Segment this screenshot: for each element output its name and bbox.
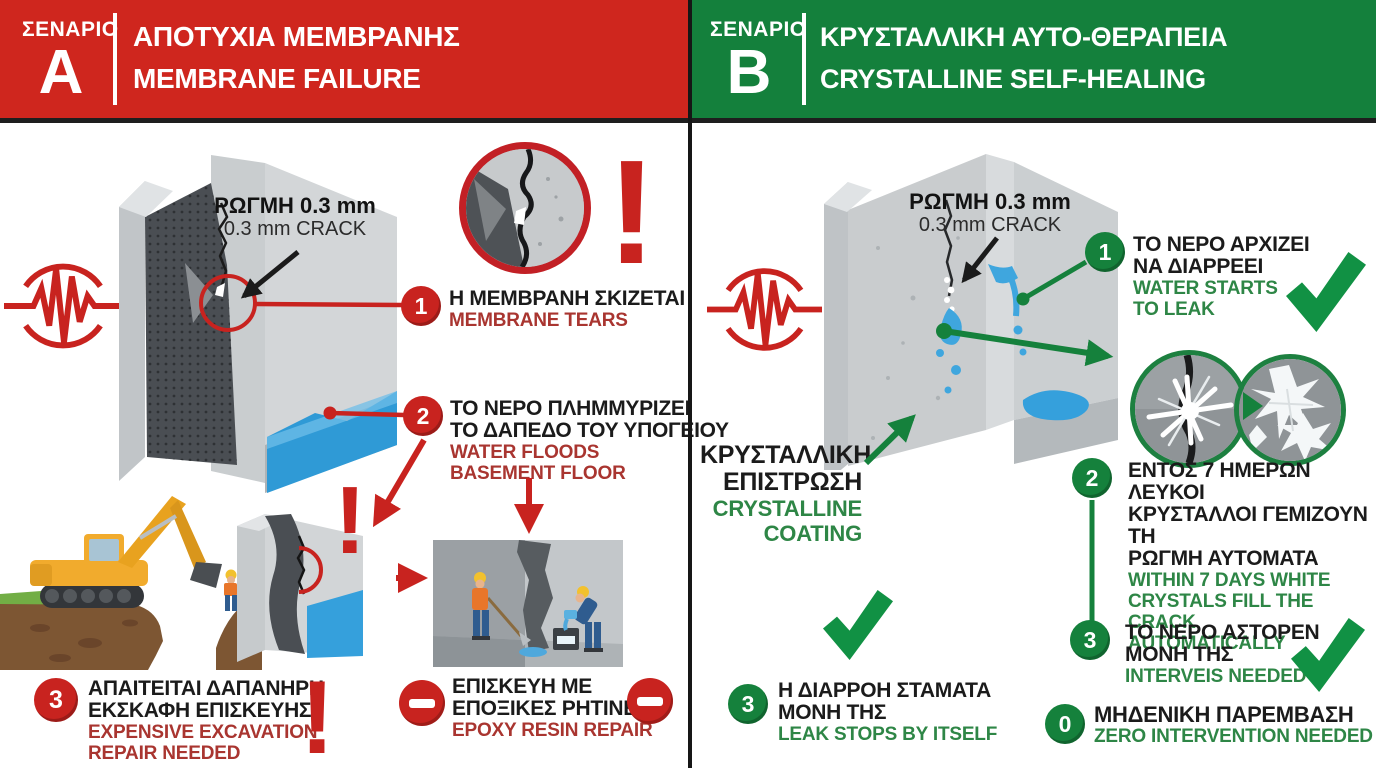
step-3-badge-b: 3 (1070, 620, 1110, 660)
step-1-number: 1 (1098, 238, 1112, 265)
epoxy-repair-illustration (433, 540, 623, 667)
scenario-a-letter: A (38, 38, 84, 107)
scenario-a-label: ΣΕΝΑΡΙΟ (22, 18, 119, 41)
step-3-el: ΑΠΑΙΤΕΙΤΑΙ ΔΑΠΑΝΗΡΗ ΕΚΣΚΑΦΗ ΕΠΙΣΚΕΥΗΣ (88, 677, 324, 722)
crack-label-a-en: 0.3 mm CRACK (223, 218, 367, 240)
step-3-el: ΤΟ ΝΕΡΟ ΑΣΤΟΡΕΝ ΜΟΝΗ ΤΗΣ (1125, 621, 1320, 666)
crack-label-b-en: 0.3 mm CRACK (918, 214, 1062, 236)
seismic-wave-icon (4, 247, 122, 365)
step-3-en: EXPENSIVE EXCAVATION REPAIR NEEDED (88, 722, 318, 764)
step-0-el: ΜΗΔΕΝΙΚΗ ΠΑΡΕΜΒΑΣΗ (1094, 702, 1354, 727)
step-0-en: ZERO INTERVENTION NEEDED (1094, 726, 1373, 747)
step-2-number: 2 (1085, 464, 1099, 491)
coating-label-en: CRYSTALLINE COATING (712, 496, 863, 546)
step-1-text-a: Η ΜΕΜΒΡΑΝΗ ΣΚΙΖΕΤΑΙ MEMBRANE TEARS (449, 287, 685, 332)
epoxy-repair-text: ΕΠΙΣΚΕΥΗ ΜΕ ΕΠΟΞΙΚΕΣ ΡΗΤΙΝΕΣ EPOXY RESIN… (452, 675, 653, 742)
step-1-badge-a: 1 (401, 286, 441, 326)
step-1-number: 1 (414, 292, 428, 319)
seismic-wave-icon (707, 252, 822, 367)
warning-exclamation: ! (334, 467, 366, 574)
crack-label-b-el: ΡΩΓΜΗ 0.3 mm (909, 189, 1071, 214)
step-0-badge-b: 0 (1045, 704, 1085, 744)
crack-label-a: ΡΩΓΜΗ 0.3 mm 0.3 mm CRACK (205, 194, 385, 241)
leak-stops-el: Η ΔΙΑΡΡΟΗ ΣΤΑΜΑΤΑ ΜΟΝΗ ΤΗΣ (778, 679, 991, 724)
step-0-text-b: ΜΗΔΕΝΙΚΗ ΠΑΡΕΜΒΑΣΗ ZERO INTERVENTION NEE… (1094, 702, 1373, 748)
leak-stops-number: 3 (741, 690, 755, 717)
step-3-text-b: ΤΟ ΝΕΡΟ ΑΣΤΟΡΕΝ ΜΟΝΗ ΤΗΣ INTERVEIS NEEDE… (1125, 621, 1320, 688)
crack-closeup-magnifier (459, 142, 591, 274)
no-entry-icon (627, 678, 673, 724)
coating-label-el: ΚΡΥΣΤΑΛΛΙΚΗ ΕΠΙΣΤΡΩΣΗ (700, 441, 871, 496)
scenario-b-title: ΚΡΥΣΤΑΛΛΙΚΗ ΑΥΤΟ-ΘΕΡΑΠΕΙΑ CRYSTALLINE SE… (820, 22, 1228, 94)
crystalline-coating-label: ΚΡΥΣΤΑΛΛΙΚΗ ΕΠΙΣΤΡΩΣΗ CRYSTALLINE COATIN… (700, 441, 871, 547)
crystal-closeup-after (1234, 354, 1346, 466)
step-0-number: 0 (1058, 710, 1072, 737)
step-1-en: WATER STARTS TO LEAK (1133, 278, 1278, 320)
header-divider (113, 13, 117, 105)
scenario-b-letter: B (726, 38, 772, 107)
step-3-badge-a: 3 (34, 678, 78, 722)
step-2-badge-b: 2 (1072, 458, 1112, 498)
step-2-text-b: ΕΝΤΟΣ 7 ΗΜΕΡΩΝ ΛΕΥΚΟΙ ΚΡΥΣΤΑΛΛΟΙ ΓΕΜΙΖΟΥ… (1128, 459, 1376, 655)
scenario-a-header: ΣΕΝΑΡΙΟ A ΑΠΟΤΥΧΙΑ ΜΕΜΒΡΑΝΗΣ MEMBRANE FA… (0, 0, 688, 123)
leak-stops-badge: 3 (728, 684, 768, 724)
excavation-illustration (0, 478, 345, 670)
step-2-badge-a: 2 (403, 396, 443, 436)
scenario-b-label: ΣΕΝΑΡΙΟ (710, 18, 807, 41)
scenario-b-header: ΣΕΝΑΡΙΟ B ΚΡΥΣΤΑΛΛΙΚΗ ΑΥΤΟ-ΘΕΡΑΠΕΙΑ CRYS… (692, 0, 1376, 123)
step-2-en: WATER FLOODS BASEMENT FLOOR (450, 442, 626, 484)
leak-stops-en: LEAK STOPS BY ITSELF (778, 724, 998, 745)
panel-divider (688, 0, 692, 768)
step-2-text-a: ΤΟ ΝΕΡΟ ΠΛΗΜΜΥΡΙΖΕΙ ΤΟ ΔΑΠΕΔΟ ΤΟΥ ΥΠΟΓΕΙ… (450, 397, 729, 485)
step-1-el: Η ΜΕΜΒΡΑΝΗ ΣΚΙΖΕΤΑΙ (449, 287, 685, 310)
step-1-text-b: ΤΟ ΝΕΡΟ ΑΡΧΙΖΕΙ ΝΑ ΔΙΑΡΡΕΕΙ WATER STARTS… (1133, 233, 1310, 321)
crack-label-a-el: ΡΩΓΜΗ 0.3 mm (214, 193, 376, 218)
leak-stops-text: Η ΔΙΑΡΡΟΗ ΣΤΑΜΑΤΑ ΜΟΝΗ ΤΗΣ LEAK STOPS BY… (778, 679, 998, 746)
step-3-text-a: ΑΠΑΙΤΕΙΤΑΙ ΔΑΠΑΝΗΡΗ ΕΚΣΚΑΦΗ ΕΠΙΣΚΕΥΗΣ EX… (88, 677, 324, 765)
crystal-closeup-before (1130, 350, 1248, 468)
step-2-el: ΕΝΤΟΣ 7 ΗΜΕΡΩΝ ΛΕΥΚΟΙ ΚΡΥΣΤΑΛΛΟΙ ΓΕΜΙΖΟΥ… (1128, 459, 1368, 570)
step-2-number: 2 (416, 402, 430, 429)
checkmark-icon (823, 586, 893, 664)
step-3-en: INTERVEIS NEEDED (1125, 666, 1307, 687)
epoxy-repair-en: EPOXY RESIN REPAIR (452, 720, 653, 741)
step-3-number: 3 (49, 685, 63, 714)
checkmark-icon (1290, 618, 1366, 692)
step-3-number: 3 (1083, 626, 1097, 653)
step-1-el: ΤΟ ΝΕΡΟ ΑΡΧΙΖΕΙ ΝΑ ΔΙΑΡΡΕΕΙ (1133, 233, 1310, 278)
scenario-a-title: ΑΠΟΤΥΧΙΑ ΜΕΜΒΡΑΝΗΣ MEMBRANE FAILURE (133, 21, 460, 94)
step-1-en: MEMBRANE TEARS (449, 310, 628, 331)
step-2-el: ΤΟ ΝΕΡΟ ΠΛΗΜΜΥΡΙΖΕΙ ΤΟ ΔΑΠΕΔΟ ΤΟΥ ΥΠΟΓΕΙ… (450, 397, 729, 442)
crack-label-b: ΡΩΓΜΗ 0.3 mm 0.3 mm CRACK (905, 190, 1075, 237)
no-entry-icon (399, 680, 445, 726)
warning-exclamation: ! (607, 130, 657, 295)
header-divider (802, 13, 806, 105)
basement-box-membrane-illustration (115, 145, 400, 497)
excavated-box-illustration (237, 508, 363, 668)
checkmark-icon (1285, 252, 1367, 332)
epoxy-repair-el: ΕΠΙΣΚΕΥΗ ΜΕ ΕΠΟΞΙΚΕΣ ΡΗΤΙΝΕΣ (452, 675, 650, 720)
step-2-en: WITHIN 7 DAYS WHITE CRYSTALS FILL THE CR… (1128, 570, 1331, 654)
warning-exclamation: ! (300, 660, 335, 768)
step-1-badge-b: 1 (1085, 232, 1125, 272)
